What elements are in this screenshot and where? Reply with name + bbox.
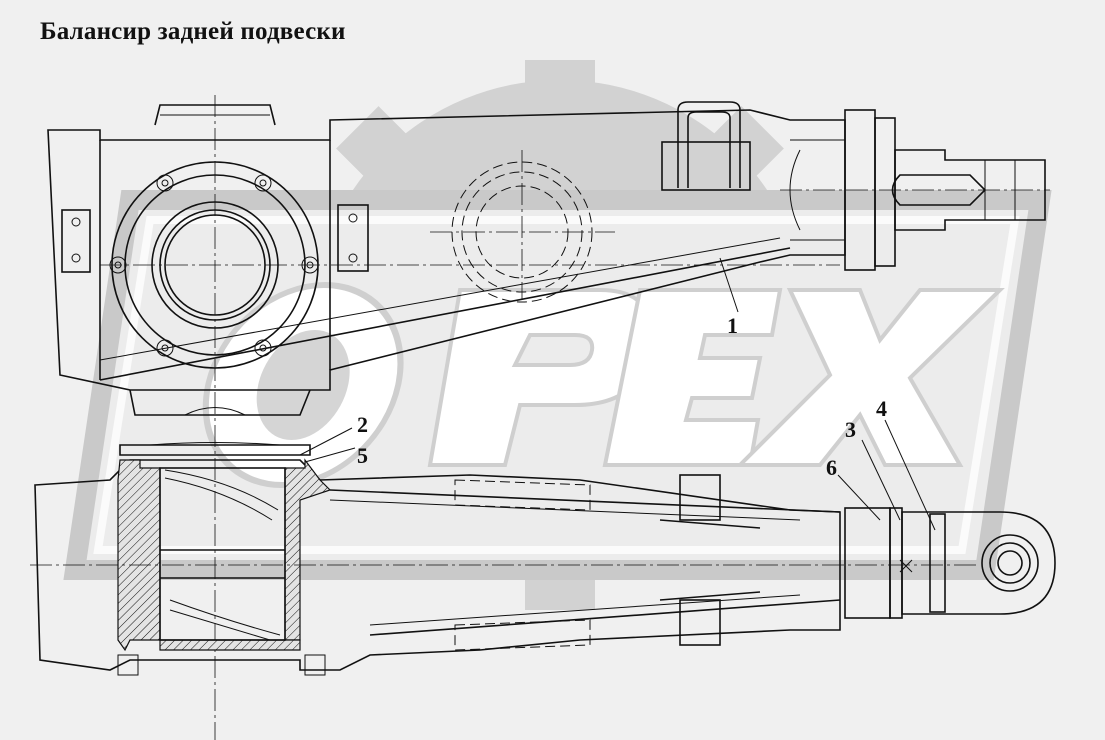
mount-plate-left xyxy=(61,209,91,273)
callout-6: 6 xyxy=(826,455,837,480)
callout-2: 2 xyxy=(357,412,368,437)
balancer-top-view xyxy=(47,95,1050,740)
hidden-bore xyxy=(430,150,615,303)
hub-flange xyxy=(100,95,840,740)
callout-3: 3 xyxy=(845,417,856,442)
balancer-section-view xyxy=(30,442,1056,676)
u-clamp xyxy=(661,101,751,191)
page-title: Балансир задней подвески xyxy=(40,18,346,45)
callout-4: 4 xyxy=(876,396,887,421)
callout-1: 1 xyxy=(727,313,738,338)
end-hub xyxy=(780,109,1050,271)
callout-5: 5 xyxy=(357,443,368,468)
callout-leaders xyxy=(299,257,936,531)
callouts: 1 2 5 3 4 6 xyxy=(357,313,887,480)
watermark-text xyxy=(202,282,1005,488)
mount-plate-right xyxy=(337,204,369,272)
